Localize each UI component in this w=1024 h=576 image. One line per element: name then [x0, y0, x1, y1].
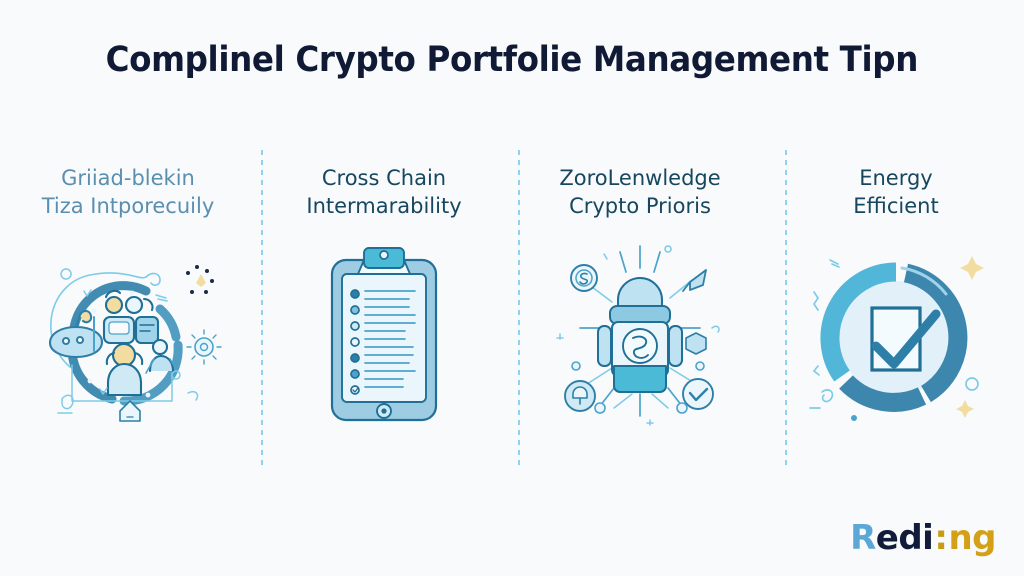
column-divider-2 [518, 150, 520, 468]
columns-container: Griiad-blekin Tiza Intporecuily [0, 140, 1024, 480]
clipboard-checklist-icon [284, 242, 484, 432]
rediing-logo: R edi : ng [850, 518, 996, 558]
column-blockchain-interoperability: Griiad-blekin Tiza Intporecuily [0, 140, 256, 480]
column-title-3: ZoroLenwledge Crypto Prioris [559, 166, 721, 219]
logo-part-r: R [850, 518, 876, 558]
logo-part-mark: : [934, 518, 948, 558]
blockchain-network-people-icon [28, 242, 228, 432]
page-title: Complinel Crypto Portfolie Management Ti… [105, 40, 919, 80]
logo-part-ng: ng [948, 518, 996, 558]
column-cross-chain-interoperability: Cross Chain Intermarability [256, 140, 512, 480]
column-title-4: Energy Efficient [853, 166, 939, 219]
logo-part-edi: edi [875, 518, 934, 558]
column-divider-3 [785, 150, 787, 468]
column-title-2: Cross Chain Intermarability [306, 166, 462, 219]
donut-ring-checkmark-icon [796, 242, 996, 432]
column-divider-1 [261, 150, 263, 468]
title-bar: Complinel Crypto Portfolie Management Ti… [0, 0, 1024, 120]
central-vault-network-icon [540, 242, 740, 432]
column-title-1: Griiad-blekin Tiza Intporecuily [41, 166, 215, 219]
column-energy-efficient: Energy Efficient [768, 140, 1024, 480]
column-zero-knowledge-crypto: ZoroLenwledge Crypto Prioris [512, 140, 768, 480]
